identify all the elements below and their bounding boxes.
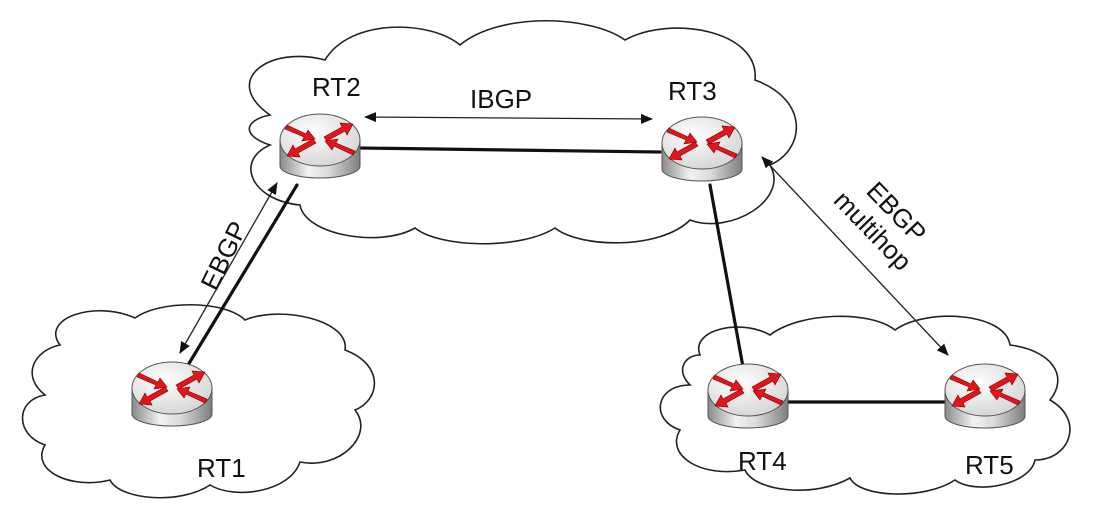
router-rt3	[661, 116, 743, 182]
session-label-ebgp: EBGP	[194, 217, 253, 295]
router-rt2	[279, 113, 361, 179]
router-label-rt2: RT2	[312, 72, 361, 102]
router-rt4	[707, 363, 789, 429]
router-label-rt5: RT5	[965, 450, 1014, 480]
router-rt1	[131, 361, 213, 427]
router-label-rt1: RT1	[197, 453, 246, 483]
session-label-ibgp: IBGP	[470, 84, 532, 114]
session-ebgp-arrow	[179, 182, 278, 354]
link-rt3-rt4	[708, 183, 747, 380]
router-label-rt3: RT3	[668, 76, 717, 106]
session-label-ebgp-multihop: EBGP multihop	[828, 176, 932, 277]
link-rt2-rt3	[358, 146, 662, 154]
session-ebgp-multihop-arrow	[761, 156, 949, 356]
session-ibgp-arrow	[364, 112, 653, 124]
router-rt5	[944, 363, 1026, 429]
router-label-rt4: RT4	[738, 446, 787, 476]
bgp-sessions	[179, 112, 949, 356]
